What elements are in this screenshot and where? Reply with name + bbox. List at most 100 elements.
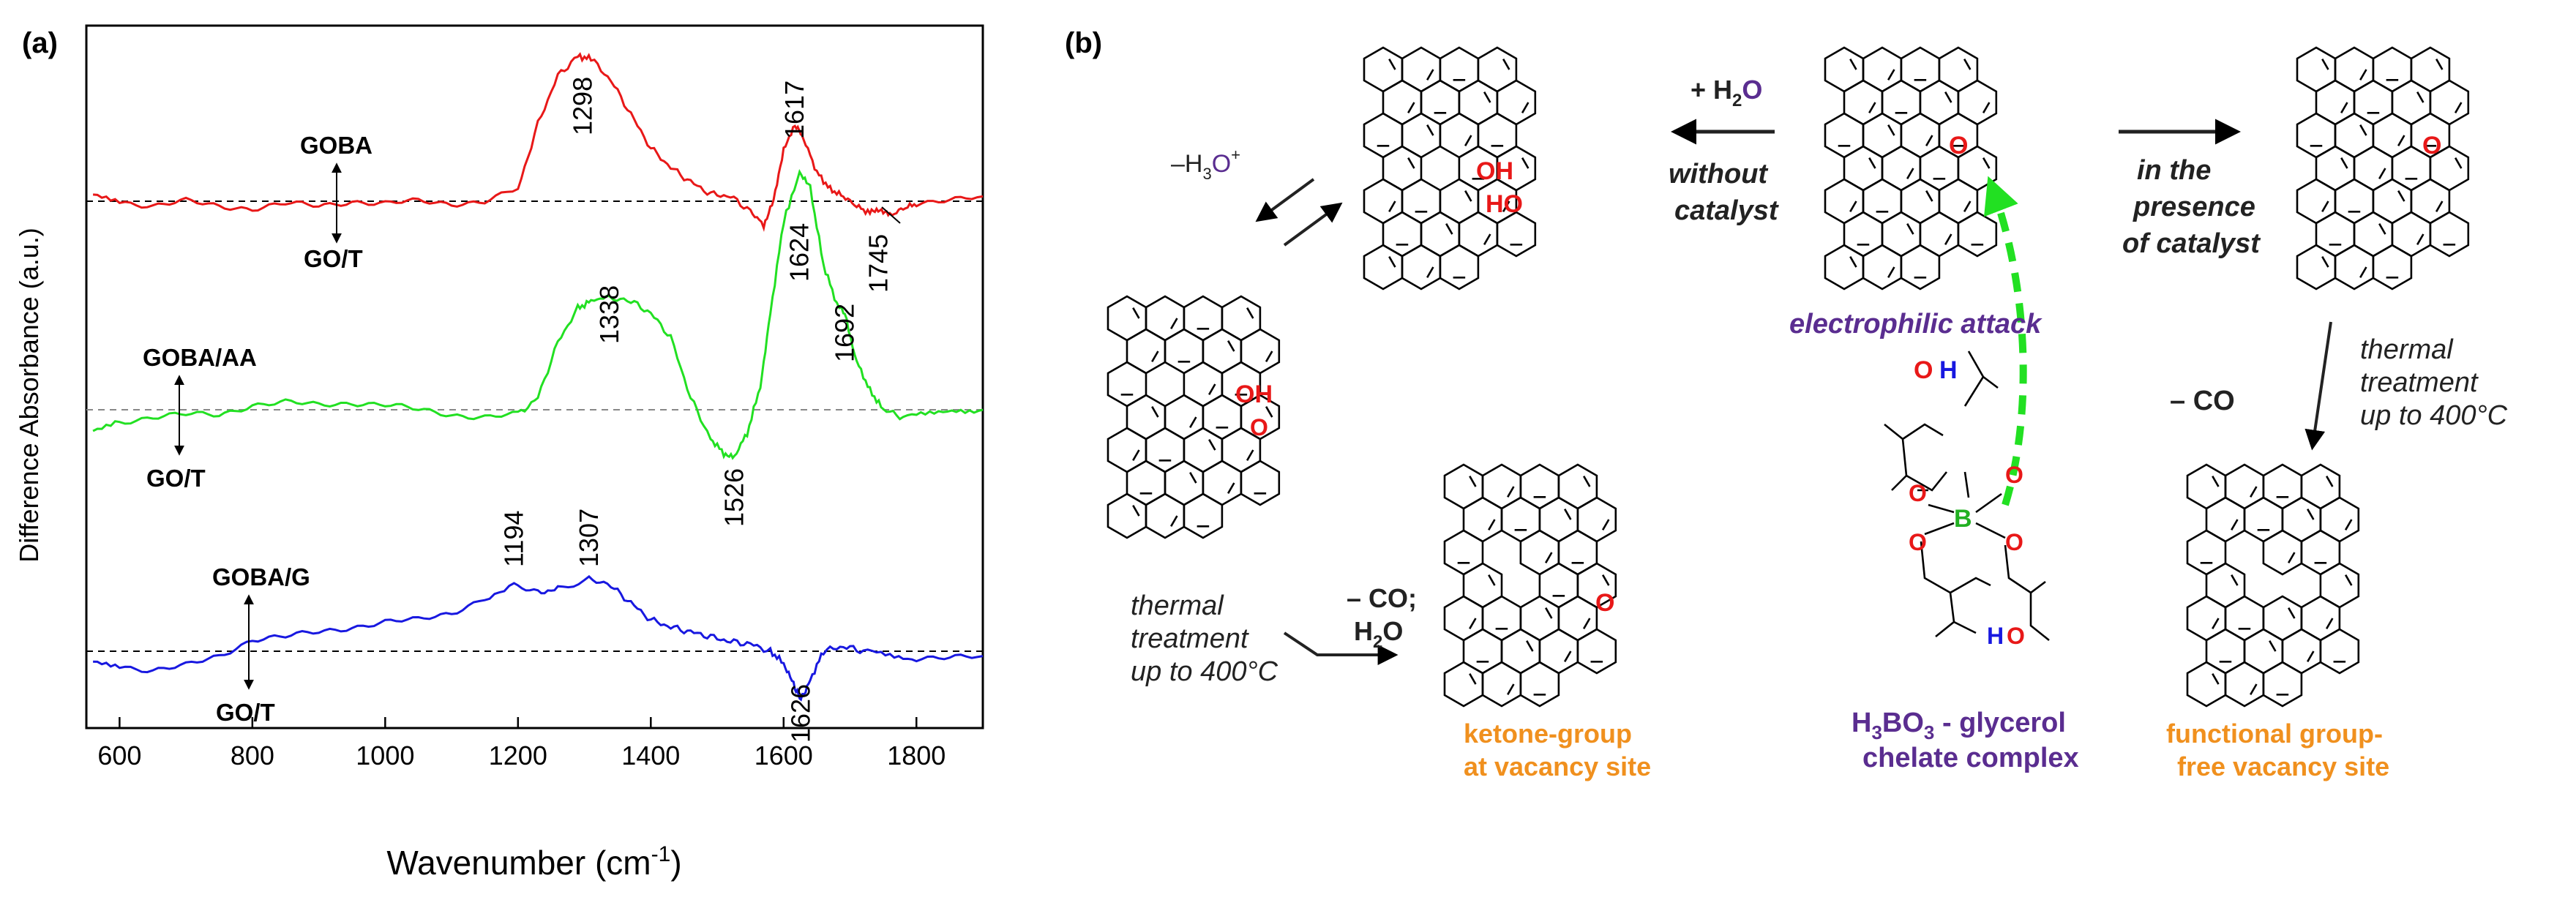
double-bond (1189, 472, 1197, 484)
x-axis-label: Wavenumber (cm-1) (386, 842, 681, 882)
double-bond (1601, 519, 1610, 530)
minus-co-h2o-1: – CO; (1347, 583, 1417, 613)
chelate-o-bottom: O (2007, 623, 2025, 649)
ring (1363, 244, 1404, 290)
vacancy-label-2: free vacancy site (2177, 751, 2389, 781)
double-bond (1963, 200, 1972, 212)
ring (1824, 244, 1865, 290)
x-tick-label: 600 (97, 740, 141, 770)
double-bond (1170, 515, 1178, 527)
graphene-structures (1107, 46, 2470, 708)
double-bond (1507, 683, 1515, 695)
double-bond (1563, 650, 1572, 662)
ring (2372, 244, 2413, 290)
epoxide-o-1: O (1949, 132, 1968, 160)
thermal-2-line3: up to 400°C (2360, 400, 2508, 431)
chelate-o-1: O (1909, 480, 1927, 506)
double-bond (2344, 519, 2353, 530)
ring (1496, 211, 1537, 258)
chelate-label: chelate complex (1862, 743, 2079, 773)
ring (2319, 628, 2360, 675)
chelate-o-4: O (2005, 529, 2023, 555)
double-bond (1388, 200, 1396, 212)
ring (2224, 661, 2265, 708)
ring (2186, 661, 2227, 708)
x-tick-label: 1400 (621, 740, 680, 770)
series-line-0 (92, 52, 984, 233)
plot-frame (85, 24, 984, 730)
chelate-h-bottom: H (1987, 623, 2004, 649)
ring (1107, 492, 1147, 539)
double-bond (1469, 673, 1477, 685)
peak-label: 1526 (719, 468, 749, 527)
double-bond (1564, 509, 1572, 520)
double-bond (2288, 552, 2296, 563)
double-bond (1521, 102, 1530, 113)
thermal-2-line2: treatment (2360, 367, 2479, 398)
electrophilic-attack-label: electrophilic attack (1789, 309, 2043, 340)
graphene-epoxide-catalyzed (2296, 46, 2470, 290)
double-bond (2212, 618, 2220, 629)
without-catalyst-2: catalyst (1674, 195, 1779, 226)
double-bond (2306, 650, 2315, 662)
double-bond (1388, 59, 1396, 70)
ring (2319, 562, 2360, 609)
double-bond (1151, 350, 1159, 362)
ketone-o-label: O (1250, 414, 1268, 440)
double-bond (2250, 683, 2258, 695)
double-bond (1925, 190, 1933, 202)
ketone-label-1: ketone-group (1464, 719, 1632, 749)
double-bond (1227, 482, 1235, 494)
ring (1240, 328, 1281, 375)
ring (1500, 496, 1541, 543)
double-bond (2269, 640, 2277, 652)
sample-label-goba: GOBA (300, 132, 372, 159)
thermal-2-line1: thermal (2360, 334, 2454, 365)
double-bond (2321, 59, 2329, 70)
graphene-diol (1363, 46, 1537, 290)
ketone-label-2: at vacancy site (1464, 751, 1651, 781)
ref-label-got-3: GO/T (216, 699, 275, 726)
double-bond (2212, 673, 2220, 685)
leader-1745 (881, 206, 901, 224)
ref-label-got-2: GO/T (146, 465, 206, 492)
double-bond (1887, 69, 1895, 80)
x-tick-label: 1000 (356, 740, 414, 770)
double-bond (2340, 102, 2348, 113)
double-bond (2416, 91, 2425, 103)
panel-b-label: (b) (1065, 27, 1102, 59)
double-bond (1208, 383, 1216, 395)
presence-1: in the (2137, 155, 2211, 186)
double-bond (1132, 449, 1140, 461)
double-bond (1887, 124, 1895, 136)
ring (1145, 492, 1186, 539)
double-bond (2378, 168, 2386, 179)
ring (1576, 496, 1617, 543)
peak-label: 1626 (785, 684, 815, 743)
ring (1862, 244, 1903, 290)
peak-label: 1298 (568, 77, 598, 135)
sample-label-goba-g: GOBA/G (212, 563, 310, 590)
double-bond (1265, 350, 1273, 362)
ring (2429, 211, 2470, 258)
boron-chelate-complex (1884, 350, 2050, 642)
double-bond (1925, 135, 1933, 146)
double-bond (1426, 69, 1434, 80)
peak-label: 1194 (498, 511, 528, 567)
minus-co-h2o-2: H2O (1354, 616, 1403, 652)
x-tick-label: 1800 (887, 740, 946, 770)
epoxide-o-2: O (2422, 132, 2441, 160)
peak-label: 1692 (829, 304, 859, 362)
double-bond (1526, 640, 1534, 652)
y-axis-label: Difference Absorbance (a.u.) (14, 228, 44, 563)
double-bond (2378, 223, 2386, 235)
arrow-eq-1 (1255, 178, 1315, 222)
ring (1900, 244, 1941, 290)
ring (2243, 496, 2284, 543)
arrow-eq-2 (1283, 202, 1343, 247)
ho-label: HO (1486, 190, 1523, 218)
double-bond (1582, 618, 1591, 629)
x-tick-label: 1600 (755, 740, 813, 770)
double-bond (1246, 449, 1254, 461)
graphene-clean-vacancy (2186, 463, 2360, 708)
